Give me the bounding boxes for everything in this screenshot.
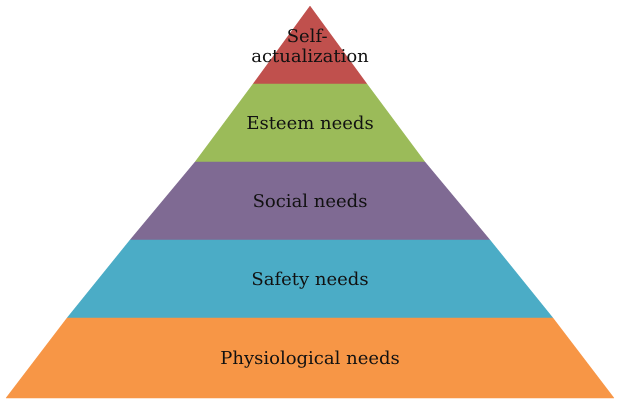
pyramid-tiers [5,5,615,399]
tier-label-physiological: Physiological needs [220,348,400,369]
tier-label-esteem: Esteem needs [246,113,373,134]
tier-label-self-actualization: Self- actualization [251,26,369,67]
tier-label-social: Social needs [253,191,368,212]
pyramid-labels: Self- actualization Esteem needs Social … [220,26,400,369]
tier-label-line: actualization [251,46,369,67]
tier-label-safety: Safety needs [251,269,368,290]
tier-label-line: Self- [287,26,328,47]
tier-physiological [5,317,615,399]
